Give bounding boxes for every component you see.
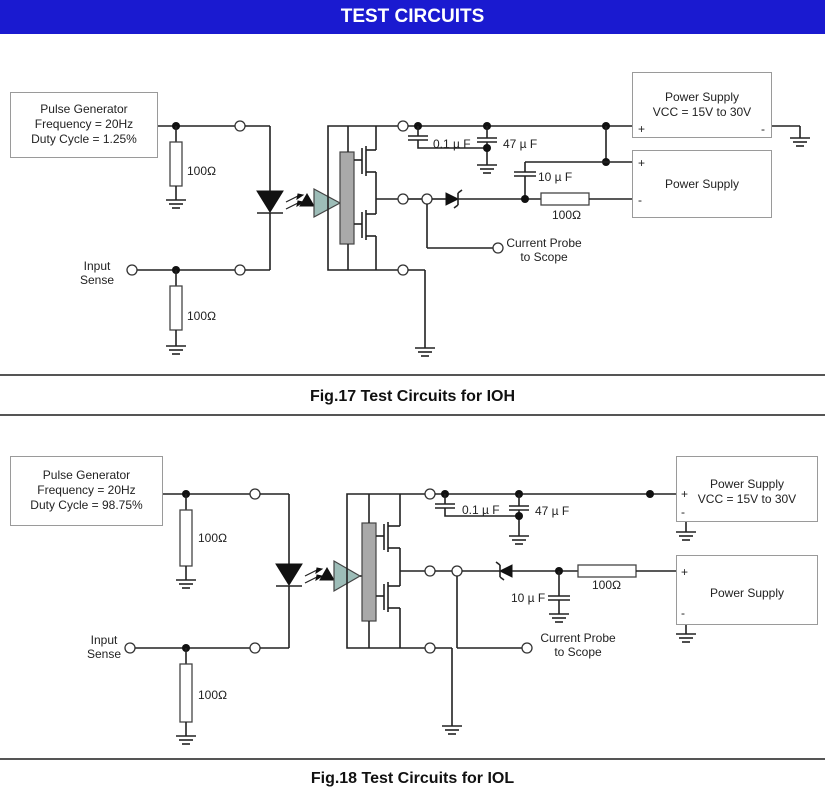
- fig17-bottom-rule: [0, 414, 825, 416]
- fig17-ps-top-minus: -: [761, 122, 765, 136]
- fig18-circuit-schematic: [124, 488, 696, 745]
- fig18-probe-line1: Current Probe: [540, 631, 616, 645]
- fig18-ground-supply-bot: [676, 633, 696, 643]
- fig18-ps-bot-minus: -: [681, 606, 685, 620]
- fig18-ground-c3: [549, 613, 569, 623]
- fig18-c1-label: 0.1 µ F: [462, 503, 500, 517]
- fig17-pulse-generator-box: Pulse Generator Frequency = 20Hz Duty Cy…: [10, 92, 158, 158]
- fig17-pulse-generator-name: Pulse Generator: [40, 102, 128, 116]
- fig18-ground-supply-top: [676, 531, 696, 541]
- fig17-ground-r1: [166, 199, 186, 209]
- header-title: TEST CIRCUITS: [340, 6, 485, 27]
- fig18-power-supply-vcc: Power Supply VCC = 15V to 30V + -: [676, 456, 818, 522]
- fig18-ps-bot-name: Power Supply: [709, 586, 785, 600]
- fig17-ps-bot-plus: +: [638, 156, 646, 170]
- fig17-ps-bot-name: Power Supply: [664, 177, 740, 191]
- fig18-probe-line2: to Scope: [554, 645, 602, 659]
- fig18-r2-label: 100Ω: [198, 688, 228, 702]
- fig18-pulse-generator-duty: Duty Cycle = 98.75%: [30, 498, 143, 512]
- fig17-r1-label: 100Ω: [187, 164, 217, 178]
- fig17-c2-label: 47 µ F: [503, 137, 538, 151]
- fig17-input-sense-label: Input Sense: [76, 259, 118, 287]
- fig17-ground-vee: [415, 347, 435, 357]
- fig18-input-sense-line1: Input: [90, 633, 118, 647]
- fig17-ground-caps: [477, 164, 497, 174]
- fig17-c3-label: 10 µ F: [538, 170, 573, 184]
- fig18-c3-label: 10 µ F: [511, 591, 546, 605]
- fig17-caption: Fig.17 Test Circuits for IOH: [309, 388, 516, 405]
- fig18-ps-top-vcc: VCC = 15V to 30V: [697, 492, 797, 506]
- fig18-input-sense-line2: Sense: [86, 647, 122, 661]
- page-header: TEST CIRCUITS: [0, 0, 825, 34]
- fig18-rout-label: 100Ω: [592, 578, 622, 592]
- fig17-ps-top-name: Power Supply: [664, 90, 740, 104]
- fig17-top-rule: [0, 374, 825, 376]
- fig18-ps-top-plus: +: [681, 487, 689, 501]
- fig17-rout-label: 100Ω: [552, 208, 582, 222]
- fig18-ps-bot-plus: +: [681, 565, 689, 579]
- fig18-pulse-generator-name: Pulse Generator: [42, 468, 131, 482]
- fig18-caption: Fig.18 Test Circuits for IOL: [310, 770, 515, 787]
- fig17-power-supply-aux: Power Supply + -: [632, 150, 772, 218]
- fig17-pulse-generator-duty: Duty Cycle = 1.25%: [31, 132, 137, 146]
- fig17-c1-label: 0.1 µ F: [433, 137, 471, 151]
- fig17-ground-supply: [790, 137, 810, 147]
- fig18-ground-vee: [442, 725, 462, 735]
- fig17-input-sense-line1: Input: [83, 259, 111, 273]
- fig18-input-sense-label: Input Sense: [82, 633, 126, 661]
- fig18-top-rule: [0, 758, 825, 760]
- fig18-ground-r2: [176, 735, 196, 745]
- fig17-pulse-generator-frequency: Frequency = 20Hz: [34, 117, 134, 131]
- fig18-pulse-generator-frequency: Frequency = 20Hz: [37, 483, 136, 497]
- fig18-power-supply-aux: Power Supply + -: [676, 555, 818, 625]
- fig18-c2-label: 47 µ F: [535, 504, 570, 518]
- fig18-r1-label: 100Ω: [198, 531, 228, 545]
- fig17-probe-line1: Current Probe: [506, 236, 582, 250]
- fig17-circuit-schematic: [126, 120, 810, 357]
- fig17-ps-bot-minus: -: [638, 193, 642, 207]
- fig18-ps-top-minus: -: [681, 505, 685, 519]
- fig18-ground-r1: [176, 579, 196, 589]
- fig17-ps-top-plus: +: [638, 122, 646, 136]
- fig18-pulse-generator-box: Pulse Generator Frequency = 20Hz Duty Cy…: [10, 456, 163, 526]
- fig17-power-supply-vcc: Power Supply VCC = 15V to 30V + -: [632, 72, 772, 138]
- fig17-ground-r2: [166, 345, 186, 355]
- fig17-input-sense-line2: Sense: [79, 273, 115, 287]
- fig17-ps-top-vcc: VCC = 15V to 30V: [652, 105, 752, 119]
- fig18-ground-caps: [509, 535, 529, 545]
- fig17-probe-line2: to Scope: [520, 250, 568, 264]
- fig17-r2-label: 100Ω: [187, 309, 217, 323]
- fig18-ps-top-name: Power Supply: [709, 477, 785, 491]
- fig18-current-probe-label: Current Probe to Scope: [532, 631, 624, 659]
- fig17-current-probe-label: Current Probe to Scope: [500, 236, 588, 264]
